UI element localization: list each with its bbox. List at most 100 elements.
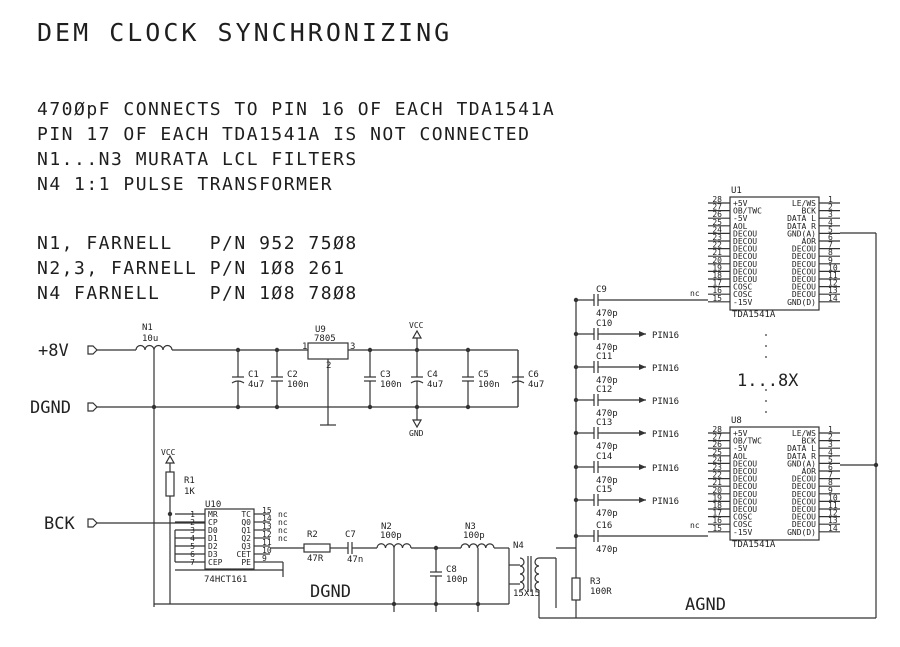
dac-pin-name: DECOU <box>733 459 757 468</box>
capacitor-ref: C4 <box>427 370 438 380</box>
dac-pin-name: DECOU <box>733 505 757 514</box>
c7-value: 47n <box>347 555 363 565</box>
dac-pin-number: 6 <box>828 463 833 472</box>
dac-pin-number: 25 <box>712 218 722 227</box>
dac-pin-name: DECOU <box>733 275 757 284</box>
dac-pin-number: 7 <box>828 471 833 480</box>
dac-pin-number: 16 <box>712 516 722 525</box>
u9-pin: 3 <box>350 342 355 352</box>
dac-pin-name: COSC <box>733 513 752 522</box>
capacitor-ref: C13 <box>596 418 612 428</box>
capacitor-value: 4u7 <box>528 380 544 390</box>
junction-dot <box>274 404 280 410</box>
dac-pin-number: 21 <box>712 248 722 257</box>
dac-pin-number: 28 <box>712 195 722 204</box>
dac-pin-number: 8 <box>828 248 833 257</box>
pin16-label: PIN16 <box>652 397 679 407</box>
dac-pin-name: DECOU <box>792 283 816 292</box>
dac-pin-name: DECOU <box>733 497 757 506</box>
multiplicity-label: 1...8X <box>737 371 799 391</box>
n4-ref: N4 <box>513 541 524 551</box>
dac-pin-number: 23 <box>712 463 722 472</box>
junction-dot <box>151 404 157 410</box>
dac-pin-name: DECOU <box>792 505 816 514</box>
u10-pin-number: 4 <box>190 534 195 543</box>
pin16-label: PIN16 <box>652 497 679 507</box>
dac-pin-name: DECOU <box>792 252 816 261</box>
junction-dot <box>465 347 471 353</box>
continuation-dot <box>765 334 767 336</box>
junction-dot <box>873 462 879 468</box>
dac-pin-name: -15V <box>733 528 752 537</box>
u10-pin-name: MR <box>208 510 218 519</box>
dac-pin-number: 18 <box>712 501 722 510</box>
net-label-bck: BCK <box>44 514 75 534</box>
capacitor-plate <box>410 380 424 384</box>
capacitor-ref: C16 <box>596 521 612 531</box>
arrow-head <box>639 364 646 370</box>
dac-ref: U1 <box>731 186 742 196</box>
dac-pin-name: GND(A) <box>787 229 816 238</box>
dac-ref: U8 <box>731 416 742 426</box>
v8-port <box>87 345 98 355</box>
gnd-arrow <box>411 419 423 429</box>
u9-value: 7805 <box>314 334 336 344</box>
capacitor-value: 470p <box>596 545 618 555</box>
junction-dot <box>573 430 579 436</box>
capacitor-ref: C12 <box>596 385 612 395</box>
capacitor-value: 470p <box>596 476 618 486</box>
u10-pin-name: PE <box>241 558 251 567</box>
nc-label: nc <box>278 510 288 519</box>
dac-pin-number: 22 <box>712 471 722 480</box>
dac-pin-number: 11 <box>828 271 838 280</box>
vcc-label: VCC <box>409 321 424 330</box>
capacitor-value: 470p <box>596 409 618 419</box>
dac-pin-number: 9 <box>828 256 833 265</box>
continuation-dot <box>765 400 767 402</box>
junction-dot <box>573 397 579 403</box>
junction-dot <box>475 601 481 607</box>
dac-pin-name: GND(D) <box>787 528 816 537</box>
dac-pin-number: 3 <box>828 210 833 219</box>
dac-pin-number: 13 <box>828 516 838 525</box>
junction-dot <box>433 601 439 607</box>
c7-ref: C7 <box>345 530 356 540</box>
dac-pin-number: 23 <box>712 233 722 242</box>
dac-pin-name: DECOU <box>733 229 757 238</box>
capacitor-ref: C6 <box>528 370 539 380</box>
dac-pin-number: 20 <box>712 486 722 495</box>
u10-pin-name: D2 <box>208 542 218 551</box>
dac-pin-number: 14 <box>828 524 838 533</box>
dac-pin-name: DECOU <box>792 497 816 506</box>
dac-pin-number: 2 <box>828 433 833 442</box>
dgnd-port <box>87 402 98 412</box>
capacitor-value: 4u7 <box>427 380 443 390</box>
n2-value: 100p <box>380 531 402 541</box>
dac-pin-number: 18 <box>712 271 722 280</box>
arrow-head <box>639 497 646 503</box>
dac-pin-name: AOR <box>802 237 817 246</box>
capacitor-value: 100n <box>380 380 402 390</box>
dac-pin-name: DECOU <box>792 490 816 499</box>
arrow-head <box>639 397 646 403</box>
n3-ref: N3 <box>465 522 476 532</box>
dac-pin-name: DECOU <box>733 237 757 246</box>
capacitor-ref: C3 <box>380 370 391 380</box>
u9-pin: 1 <box>302 342 307 352</box>
u10-pin-name: Q2 <box>241 534 251 543</box>
dac-pin-name: DECOU <box>792 275 816 284</box>
dac-pin-number: 9 <box>828 486 833 495</box>
note-line: PIN 17 OF EACH TDA1541A IS NOT CONNECTED <box>37 124 531 145</box>
dac-pin-name: +5V <box>733 429 748 438</box>
inductor-n2 <box>376 543 412 549</box>
nc-label: nc <box>278 526 288 535</box>
schematic-title: DEM CLOCK SYNCHRONIZING <box>37 18 453 47</box>
dac-pin-name: DECOU <box>792 520 816 529</box>
dac-pin-name: LE/WS <box>792 429 816 438</box>
u10-pin-name: D0 <box>208 526 218 535</box>
vcc-arrow <box>411 329 423 339</box>
regulator-u9 <box>307 342 349 360</box>
dac-pin-name: DATA R <box>787 452 816 461</box>
dac-pin-number: 19 <box>712 493 722 502</box>
